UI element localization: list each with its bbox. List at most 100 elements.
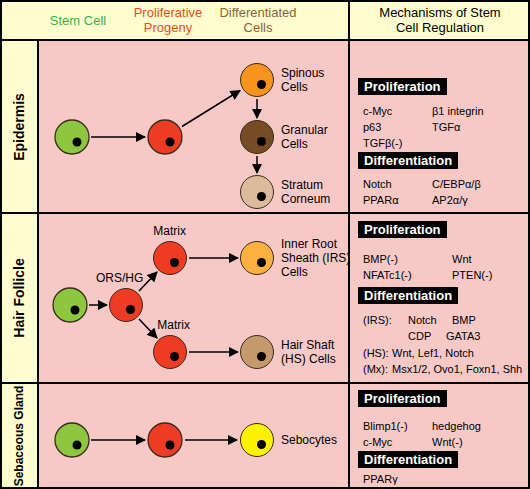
gene-label: TGFβ(-) [363,136,402,150]
row-label: Epidermis [11,93,27,161]
differentiated-cell: Hair Shaft (HS) Cells [240,335,274,369]
arrow-connector [256,99,258,118]
row-rule [0,39,530,41]
section-heading-text: Proliferation [364,221,441,238]
column-rule [348,0,350,489]
section-heading: Proliferation [358,390,447,407]
differentiated-cell: Stratum Corneum [240,175,274,209]
nucleus [257,440,266,449]
gene-label: Wnt(-) [432,435,463,449]
section-heading-text: Differentiation [364,152,452,169]
gene-label: β1 integrin [432,104,484,118]
nucleus [166,138,175,147]
section-heading-text: Proliferation [364,390,441,407]
nucleus [257,352,266,361]
nucleus [126,305,135,314]
arrow [91,439,145,441]
cell-label: Sebocytes [281,433,361,447]
row-label: Sebaceous Gland [11,386,27,487]
cell-label: Inner Root Sheath (IRS) Cells [281,237,351,279]
gene-label: hedgehog [432,419,481,433]
nucleus [257,80,266,89]
section-heading: Differentiation [358,451,458,468]
nucleus [257,137,266,146]
cell-label: Matrix [157,318,190,332]
arrow [91,136,145,138]
cell-label: Matrix [153,224,186,238]
differentiated-cell: Granular Cells [240,120,274,154]
matrix-cell: Matrix [153,335,187,369]
gene-label: Wnt, Lef1, Notch [392,346,474,360]
arrow [185,439,237,441]
gene-label: Blimp1(-) [363,419,408,433]
section-heading: Proliferation [358,221,447,238]
cell-label: Stratum Corneum [281,178,337,206]
cell-label: Spinous Cells [281,66,331,94]
section-heading: Differentiation [358,152,458,169]
section-heading-text: Proliferation [364,78,441,95]
section-heading: Proliferation [358,78,447,95]
nucleus [257,258,266,267]
stem-cell [55,120,89,154]
gene-label: Notch [363,177,392,191]
differentiated-cell: Spinous Cells [240,63,274,97]
gene-label: (HS): [363,346,389,360]
header-band: Stem Cell Proliferative ProgenyDifferenti… [0,0,349,40]
arrow-connector [139,272,157,291]
gene-label: Notch [408,313,437,327]
row-header: Epidermis [0,40,38,213]
nucleus [170,352,179,361]
differentiated-cell: Inner Root Sheath (IRS) Cells [240,241,274,275]
nucleus [166,441,175,450]
gene-label: GATA3 [446,329,480,343]
gene-label: BMP [452,313,476,327]
gene-label: TGFα [432,120,460,134]
gene-label: CDP [408,329,431,343]
cell-label: ORS/HG [96,271,143,285]
arrow-connector [189,257,238,259]
section-heading-text: Differentiation [364,451,452,468]
gene-label: c-Myc [363,435,392,449]
gene-label: BMP(-) [363,252,398,266]
header-label: Differentiated Cells [210,5,306,35]
column-rule [37,40,39,489]
arrow-connector [189,351,238,353]
row-label: Hair Follicle [11,258,27,337]
progeny-cell [148,423,182,457]
stem-cell [55,423,89,457]
nucleus [71,306,80,315]
progeny-cell [148,120,182,154]
gene-label: PPARα [363,193,399,207]
cell-label: Hair Shaft (HS) Cells [281,338,343,366]
arrow-connector [256,156,258,173]
gene-label: Wnt [452,252,472,266]
differentiated-cell: Sebocytes [240,423,274,457]
gene-label: PPARγ [363,472,398,486]
section-heading: Differentiation [358,287,458,304]
header-label: Stem Cell [38,13,118,28]
gene-label: NFATc1(-) [363,268,412,282]
header-label: Proliferative Progeny [126,5,210,35]
row-header: Sebaceous Gland [0,383,38,489]
gene-label: p63 [363,120,381,134]
nucleus [170,258,179,267]
gene-label: AP2α/γ [432,193,468,207]
gene-label: (Mx): [363,362,388,376]
stem-cell [53,288,87,322]
row-rule [0,382,530,384]
gene-label: PTEN(-) [452,268,492,282]
gene-label: (IRS): [363,313,392,327]
progeny-cell: ORS/HG [109,288,143,322]
matrix-cell: Matrix [153,241,187,275]
section-heading-text: Differentiation [364,287,452,304]
header-band: Mechanisms of Stem Cell Regulation [349,0,530,40]
gene-label: C/EBPα/β [432,177,481,191]
row-header: Hair Follicle [0,213,38,383]
header-label: Mechanisms of Stem Cell Regulation [373,5,508,35]
nucleus [73,441,82,450]
nucleus [73,138,82,147]
